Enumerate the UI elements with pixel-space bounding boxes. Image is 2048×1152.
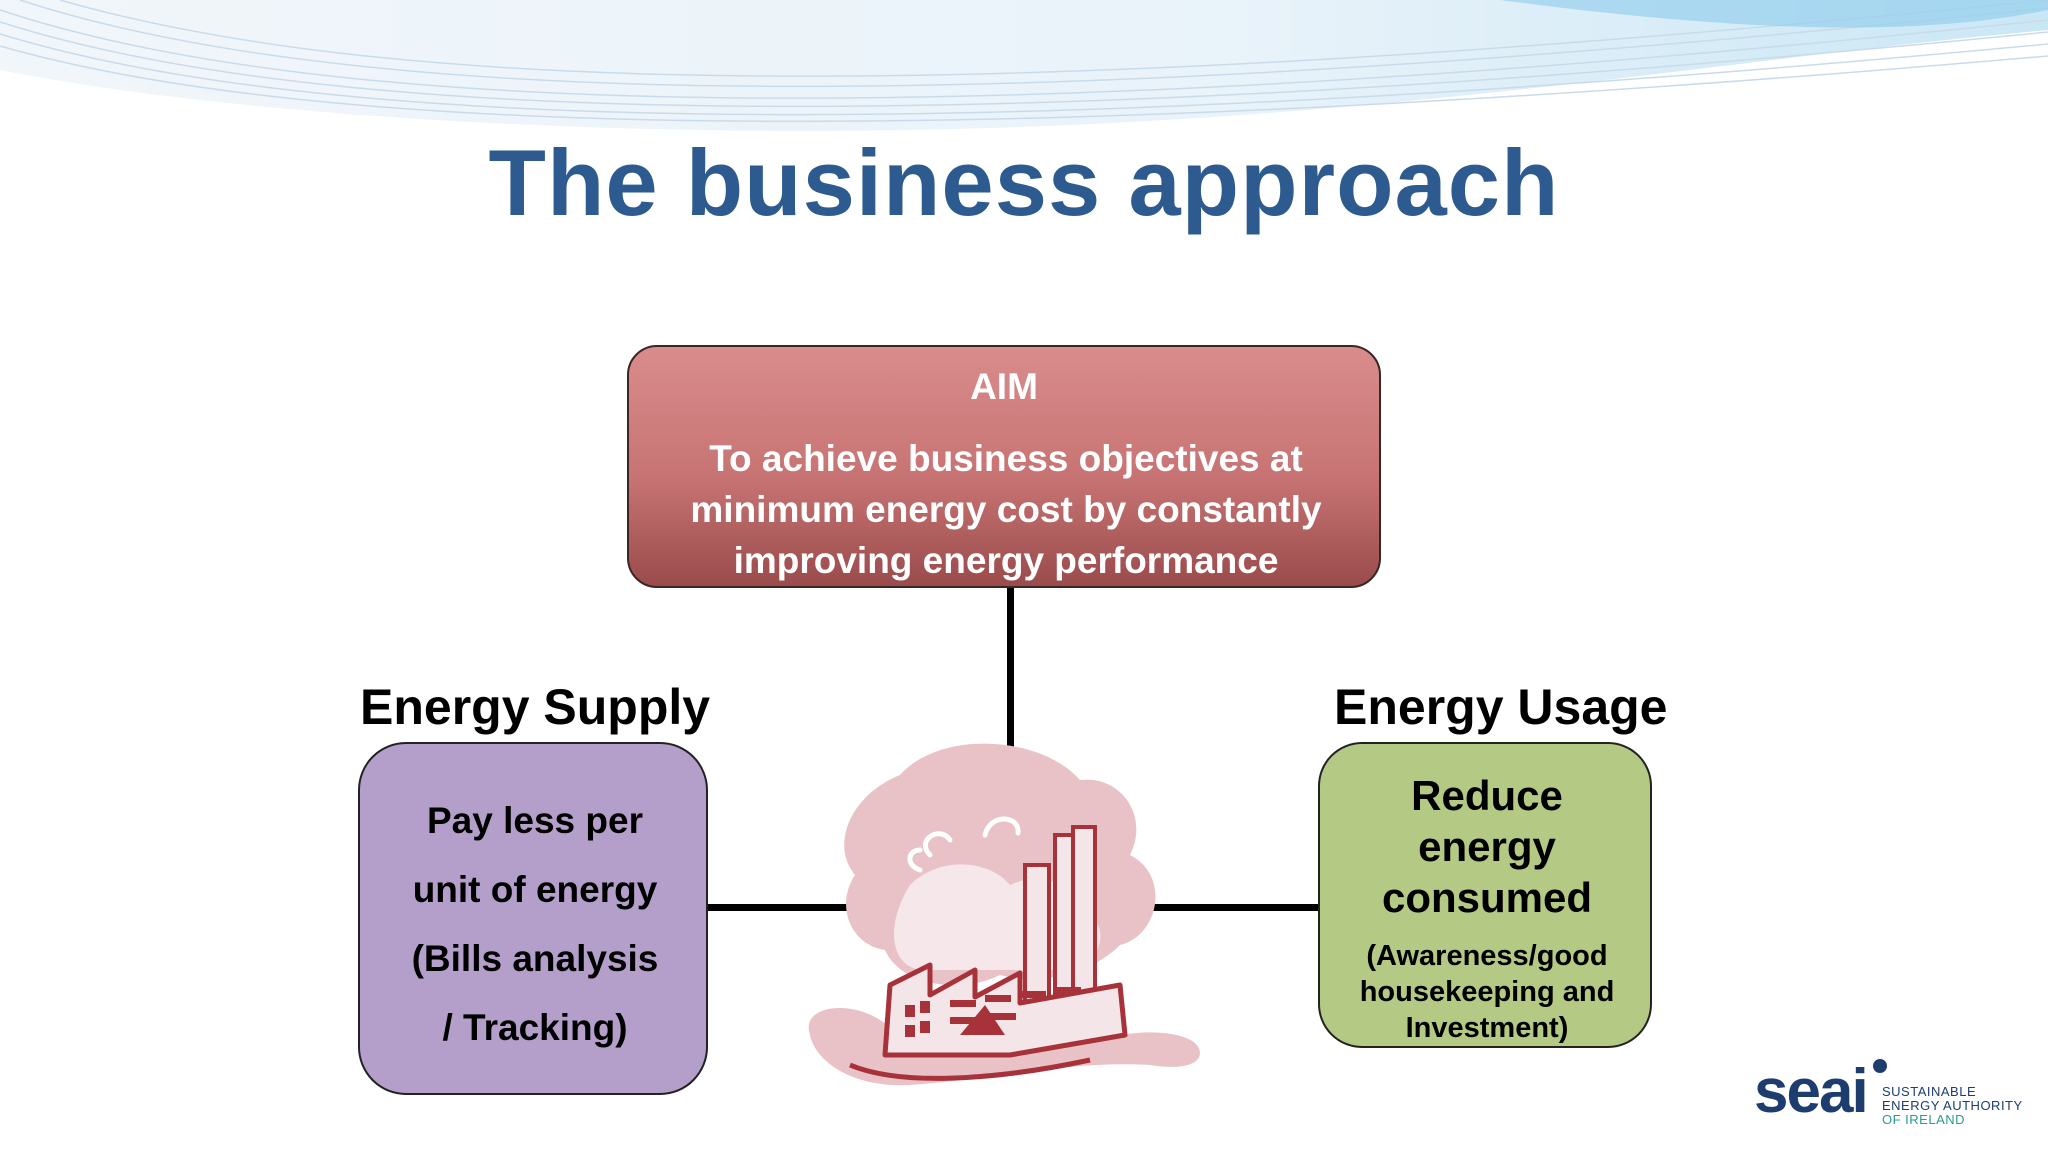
seai-logo-word: seai [1754, 1057, 1869, 1126]
energy-usage-main-text: Reduce energy consumed [1330, 770, 1644, 923]
energy-supply-line: Pay less per [427, 800, 643, 841]
seai-logo-dot [1873, 1059, 1887, 1073]
connector-vertical [1007, 588, 1014, 758]
energy-supply-line: unit of energy [412, 869, 658, 910]
energy-usage-box: Reduce energy consumed (Awareness/good h… [1318, 742, 1652, 1048]
energy-usage-sub-text: (Awareness/good housekeeping and Investm… [1330, 938, 1644, 1046]
energy-usage-sub-line: Investment) [1405, 1012, 1569, 1044]
energy-supply-line: (Bills analysis [411, 938, 659, 979]
factory-icon [808, 743, 1200, 1086]
seai-logo-tagline-line: OF IRELAND [1882, 1112, 1966, 1127]
aim-text: To achieve business objectives at minimu… [690, 438, 1322, 581]
energy-usage-label: Energy Usage [1334, 679, 1668, 735]
energy-usage-main-line: energy [1418, 823, 1556, 870]
energy-usage-sub-line: housekeeping and [1359, 976, 1615, 1008]
seai-logo: seai SUSTAINABLE ENERGY AUTHORITY OF IRE… [1750, 1055, 2023, 1130]
energy-supply-text: Pay less per unit of energy (Bills analy… [370, 786, 700, 1062]
seai-logo-tagline: SUSTAINABLE ENERGY AUTHORITY OF IRELAND [1882, 1085, 2023, 1127]
connector-right [1150, 904, 1318, 911]
energy-supply-line: / Tracking) [442, 1007, 628, 1048]
energy-supply-box: Pay less per unit of energy (Bills analy… [358, 742, 708, 1095]
seai-logo-tagline-line: SUSTAINABLE [1882, 1084, 1977, 1099]
energy-supply-label: Energy Supply [360, 679, 711, 735]
slide-title: The business approach [488, 130, 1560, 235]
connector-left [708, 904, 848, 911]
energy-usage-main-line: consumed [1381, 874, 1593, 921]
aim-box: AIM To achieve business objectives at mi… [627, 345, 1381, 588]
seai-logo-tagline-line: ENERGY AUTHORITY [1882, 1098, 2023, 1113]
aim-heading: AIM [970, 366, 1038, 407]
header-wave-decoration [0, 0, 2048, 131]
energy-usage-sub-line: (Awareness/good [1366, 940, 1608, 972]
energy-usage-main-line: Reduce [1411, 772, 1563, 819]
